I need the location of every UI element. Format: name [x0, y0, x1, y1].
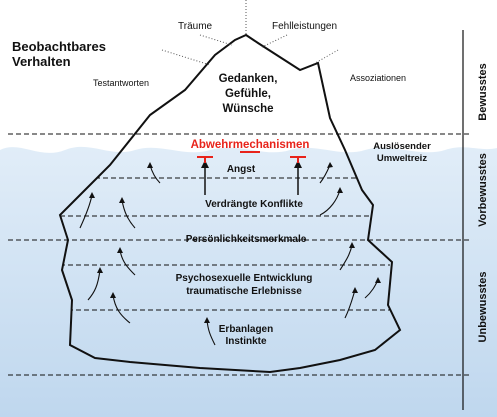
label-ausloesender-2: Umweltreiz — [377, 153, 427, 164]
label-ausloesender-1: Auslösender — [373, 141, 431, 152]
label-persoenlichkeitsmerkmale: Persönlichkeitsmerkmale — [186, 234, 307, 245]
side-label-bewusstes: Bewusstes — [477, 63, 489, 120]
title-line-1: Beobachtbares — [12, 39, 106, 54]
curved-arrow — [87, 269, 101, 301]
ray-dotted-line — [199, 34, 233, 46]
label-assoziationen: Assoziationen — [350, 73, 406, 83]
label-abwehrmechanismen: Abwehrmechanismen — [191, 139, 310, 151]
label-psychosexuelle-2: traumatische Erlebnisse — [186, 286, 302, 297]
arrow-heads — [89, 162, 381, 323]
ray-dotted-line — [311, 49, 339, 66]
ray-dotted-line — [261, 34, 288, 48]
abwehr-blocks — [197, 151, 306, 163]
ray-dotted-line — [161, 49, 211, 66]
label-psychosexuelle-1: Psychosexuelle Entwicklung — [176, 273, 313, 284]
title-line-2: Verhalten — [12, 54, 71, 69]
curved-arrow — [112, 294, 131, 324]
arrow-head — [201, 160, 209, 168]
water-area — [0, 146, 497, 417]
label-traeume: Träume — [178, 21, 213, 32]
arrow-head — [294, 160, 302, 168]
label-angst: Angst — [227, 164, 256, 175]
side-label-vorbewusstes: Vorbewusstes — [477, 153, 489, 227]
label-testantworten: Testantworten — [93, 78, 149, 88]
label-instinkte: Instinkte — [225, 336, 267, 347]
label-erbanlagen: Erbanlagen — [219, 324, 273, 335]
side-label-unbewusstes: Unbewusstes — [477, 272, 489, 343]
label-fehlleistungen: Fehlleistungen — [272, 21, 337, 32]
label-gedanken-1: Gedanken, — [219, 73, 278, 85]
iceberg-outline — [58, 33, 402, 374]
label-verdraengte-konflikte: Verdrängte Konflikte — [205, 199, 303, 210]
label-gedanken-3: Wünsche — [222, 103, 273, 115]
label-gedanken-2: Gefühle, — [225, 88, 271, 100]
